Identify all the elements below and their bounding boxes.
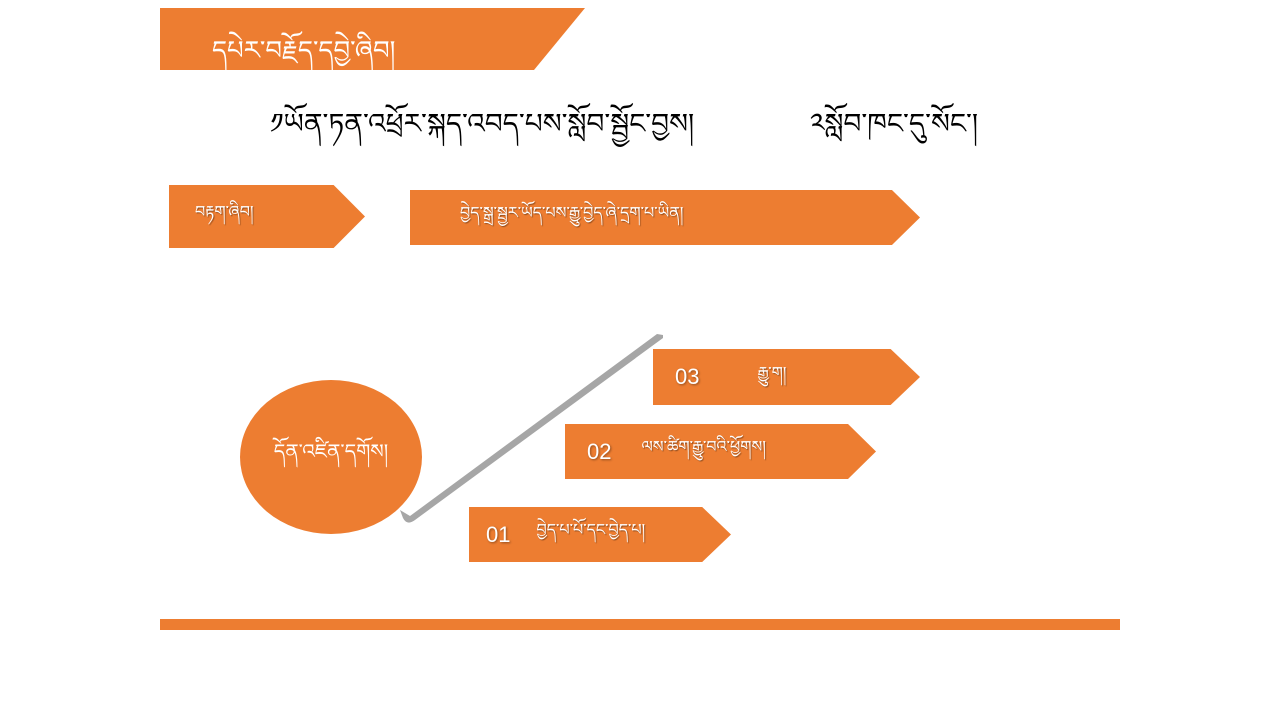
- step-number: 01: [486, 521, 511, 547]
- title-banner: དཔེར་བརྗོད་དབྱེ་ཞིབ།: [160, 8, 585, 70]
- step-label: རྒྱུ་ག།: [757, 362, 787, 382]
- analysis-text-arrow: བྱེད་སྒྲ་སྦྱར་ཡོད་པས་རྒྱུ་བྱེད་ཞེ་དྲག་པ་…: [410, 190, 920, 245]
- example-sentence-1: ༡ཡོན་ཏན་འཕྲོར་སྐད་འབད་པས་སློབ་སྦྱོང་བྱས།: [270, 107, 695, 140]
- circle-label: དོན་འཛིན་དགོས།: [273, 439, 389, 463]
- key-point-circle: དོན་འཛིན་དགོས།: [240, 380, 422, 534]
- step-03-arrow: 03 རྒྱུ་ག།: [653, 349, 920, 405]
- slide-title: དཔེར་བརྗོད་དབྱེ་ཞིབ།: [212, 36, 396, 66]
- example-sentence-2: ༢སློབ་ཁང་དུ་སོང་།: [810, 107, 979, 140]
- analysis-label: བརྟག་ཞིབ།: [195, 202, 254, 221]
- step-number: 02: [587, 438, 612, 464]
- footer-bar: [160, 619, 1120, 630]
- step-label: བྱེད་པ་པོ་དང་བྱེད་པ།: [536, 520, 646, 539]
- step-label: ལས་ཚིག་རྒྱུ་བའི་ཕྱོགས།: [641, 437, 766, 456]
- analysis-label-arrow: བརྟག་ཞིབ།: [169, 185, 365, 248]
- step-02-arrow: 02 ལས་ཚིག་རྒྱུ་བའི་ཕྱོགས།: [565, 424, 876, 479]
- analysis-text: བྱེད་སྒྲ་སྦྱར་ཡོད་པས་རྒྱུ་བྱེད་ཞེ་དྲག་པ་…: [460, 203, 684, 222]
- step-number: 03: [675, 364, 700, 389]
- step-01-arrow: 01 བྱེད་པ་པོ་དང་བྱེད་པ།: [469, 507, 731, 562]
- connector-line: [400, 334, 663, 523]
